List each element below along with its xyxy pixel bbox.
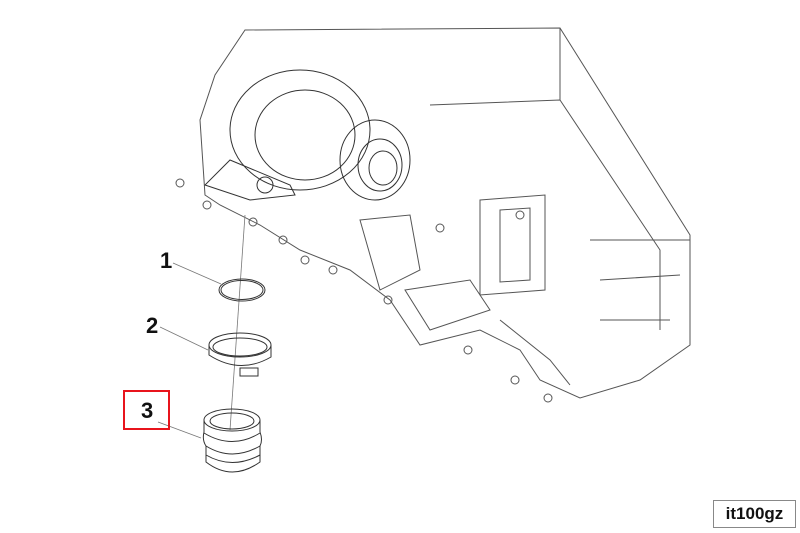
- engine-block: [199, 27, 691, 399]
- part-3-sleeve: [157, 408, 262, 473]
- assembly-axis-line: [229, 214, 246, 431]
- callout-2: 2: [146, 313, 159, 338]
- callout-3: 3: [141, 398, 154, 423]
- bolts: [175, 178, 553, 403]
- part-1-o-ring: [172, 262, 266, 302]
- callout-3-highlight-box: [123, 390, 170, 430]
- callout-1: 1: [160, 248, 173, 273]
- drawing-code-label: it100gz: [713, 500, 796, 528]
- turbocharger: [204, 69, 411, 201]
- part-2-v-band-clamp: [159, 326, 272, 377]
